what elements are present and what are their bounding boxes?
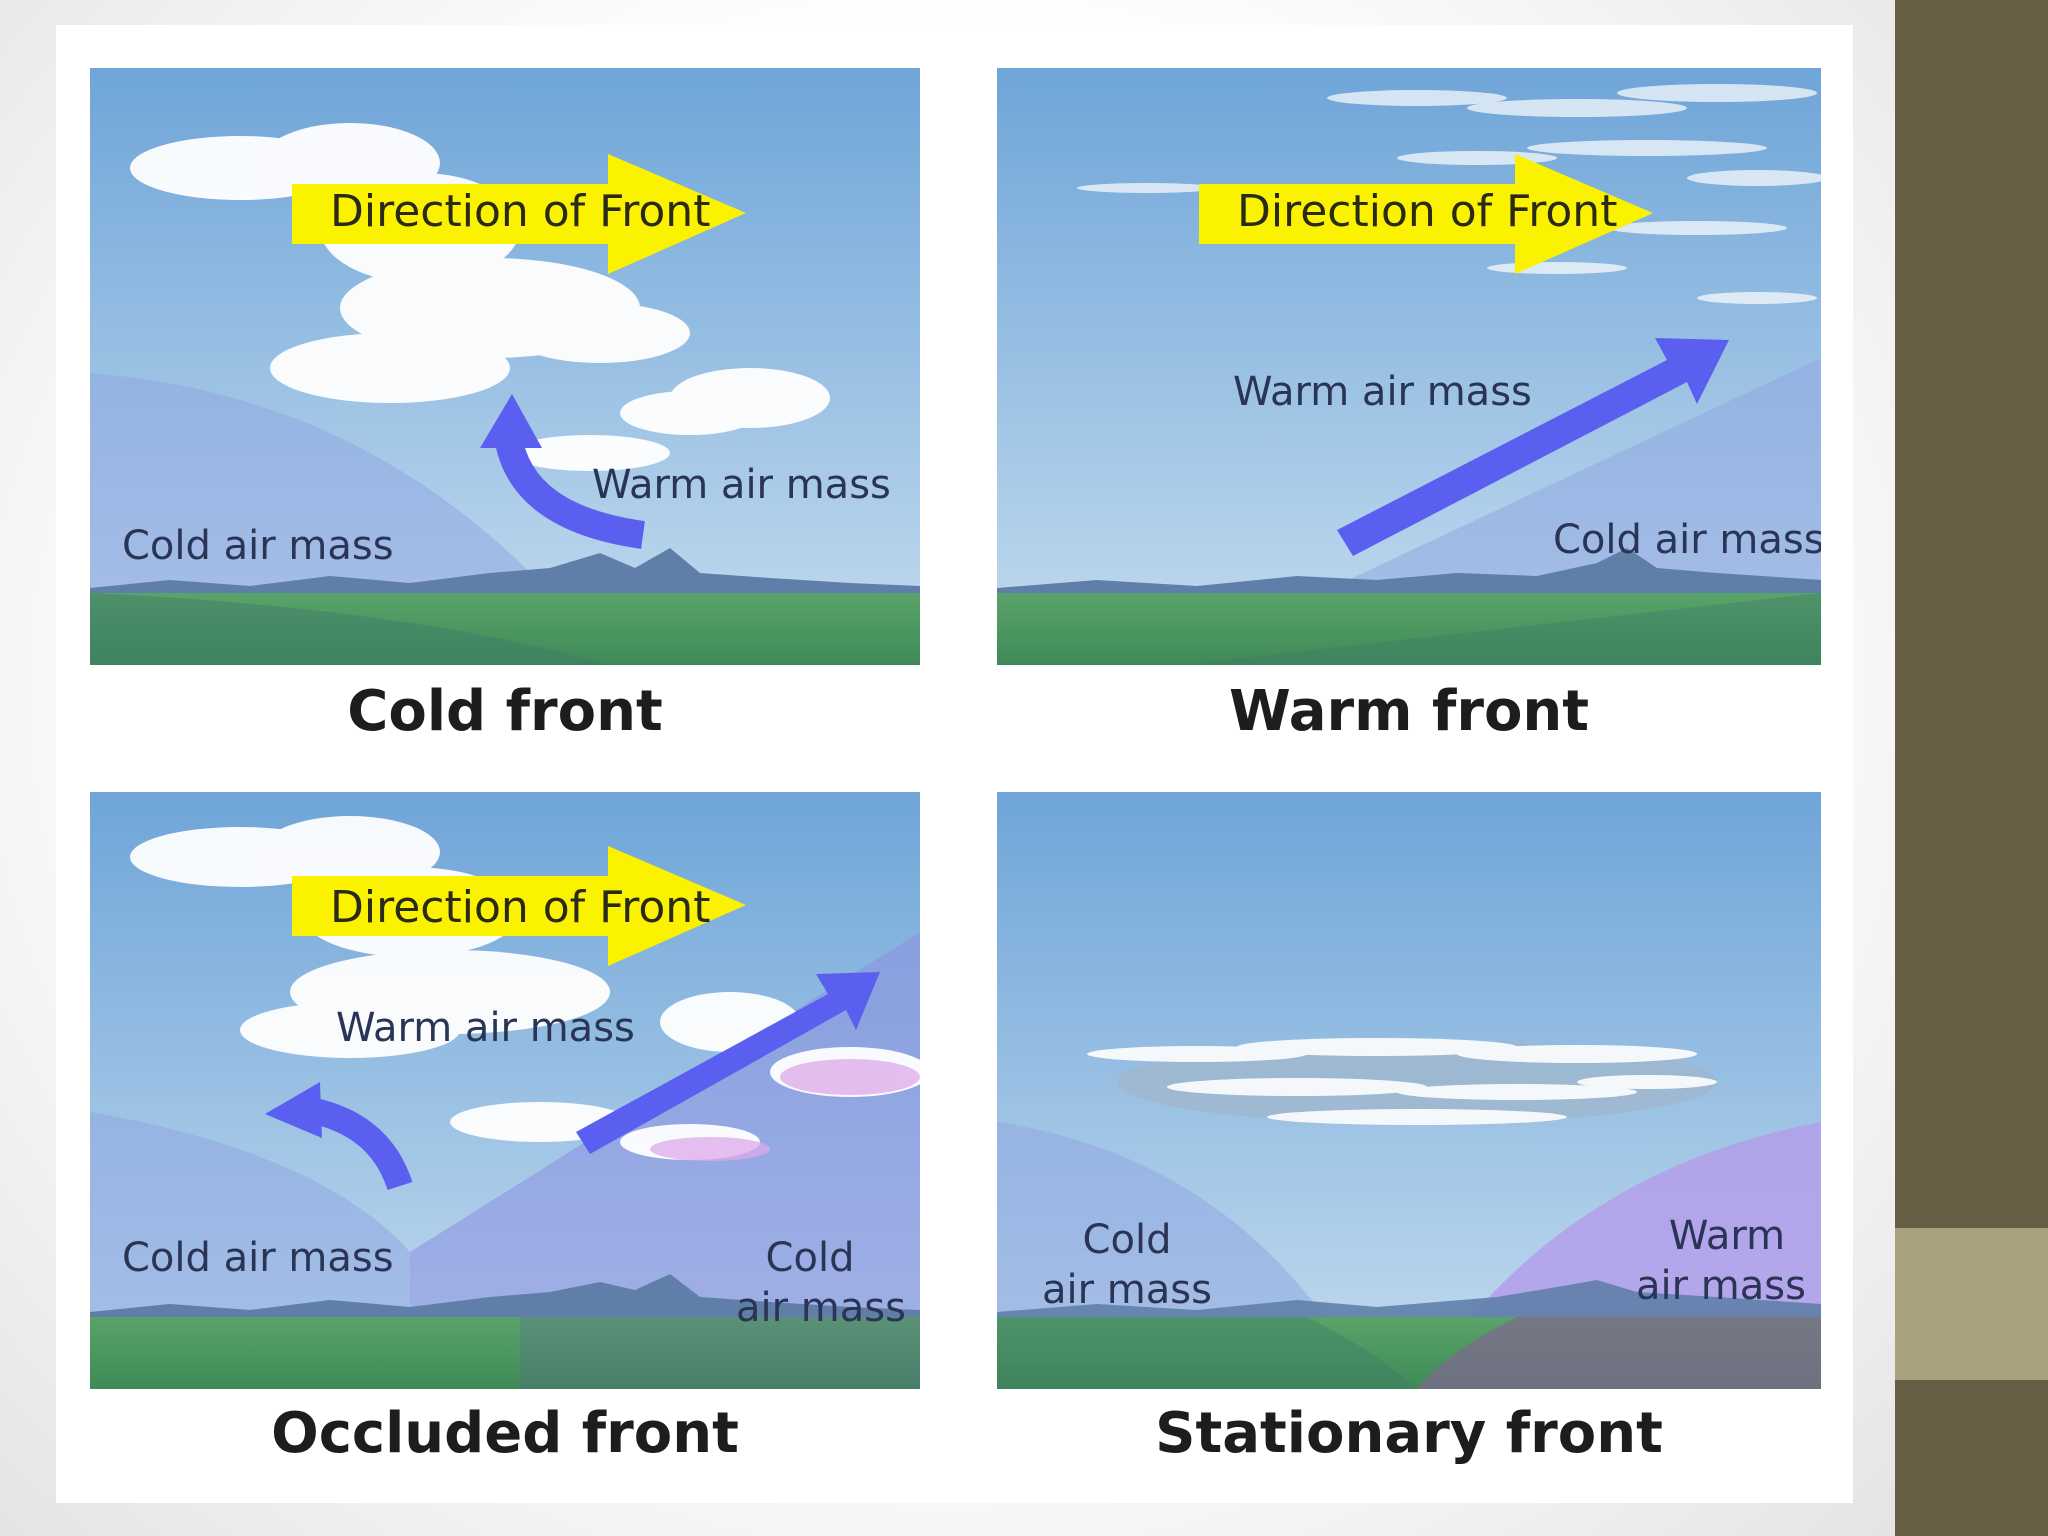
warm-air-mass-label: Warm air mass xyxy=(336,1005,635,1051)
ground xyxy=(90,1317,920,1389)
rising-air-arrow-left xyxy=(265,1082,322,1138)
cold-air-mass-label: Cold air mass xyxy=(1553,517,1821,563)
rising-air-arrow-right xyxy=(576,972,880,1154)
stationary-front-caption: Stationary front xyxy=(1155,1401,1663,1466)
stratus-cloud xyxy=(1087,1038,1717,1125)
warm-air-mass-label: Warm air mass xyxy=(1233,369,1532,415)
rising-air-arrow xyxy=(480,394,542,448)
cold-air-wedge-right xyxy=(410,932,920,1389)
direction-of-front-label: Direction of Front xyxy=(330,186,711,237)
occluded-front-panel: Direction of Front Warm air mass Cold ai… xyxy=(90,792,920,1389)
direction-of-front-label: Direction of Front xyxy=(1237,186,1618,237)
warm-air-mass-label-line1: Warm xyxy=(1668,1213,1786,1259)
occluded-front-caption: Occluded front xyxy=(271,1401,739,1466)
slide-sidebar-band xyxy=(1895,1228,2048,1380)
ground xyxy=(90,593,920,665)
warm-front-caption: Warm front xyxy=(1228,679,1590,744)
ground xyxy=(997,593,1821,665)
occluded-front-illustration xyxy=(90,792,920,1389)
stationary-front-panel: Cold air mass Warm air mass xyxy=(997,792,1821,1389)
stationary-front-illustration xyxy=(997,792,1821,1389)
cold-air-mass-left-label: Cold air mass xyxy=(122,1235,394,1281)
direction-arrow xyxy=(1199,154,1653,274)
cold-air-mass-label: Cold air mass xyxy=(122,523,394,569)
cold-air-mass-right-label-line2: air mass xyxy=(736,1285,906,1331)
direction-of-front-label: Direction of Front xyxy=(330,882,711,933)
warm-front-illustration xyxy=(997,68,1821,665)
diagram-card: Direction of Front Warm air mass Cold ai… xyxy=(56,25,1853,1503)
cold-front-caption: Cold front xyxy=(347,679,663,744)
direction-arrow xyxy=(292,154,746,274)
warm-air-mass-label-line2: air mass xyxy=(1636,1263,1806,1309)
cold-front-illustration xyxy=(90,68,920,665)
cold-air-mass-label-line2: air mass xyxy=(1042,1267,1212,1313)
cold-air-mass-label-line1: Cold xyxy=(1082,1217,1172,1263)
cirrus-clouds xyxy=(1077,84,1821,304)
warm-air-mass-label: Warm air mass xyxy=(592,462,891,508)
direction-arrow xyxy=(292,846,746,966)
cold-air-mass-right-label-line1: Cold xyxy=(765,1235,855,1281)
cold-front-panel: Direction of Front Warm air mass Cold ai… xyxy=(90,68,920,665)
rising-air-arrow xyxy=(1337,338,1729,556)
warm-front-panel: Direction of Front Warm air mass Cold ai… xyxy=(997,68,1821,665)
